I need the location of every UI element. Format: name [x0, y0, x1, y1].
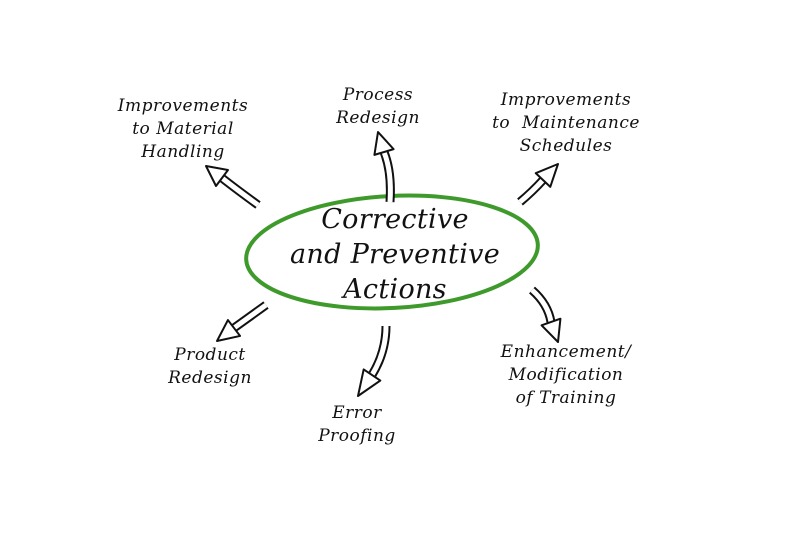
node-line: Handling [141, 142, 225, 162]
node-product-redesign: Product Redesign [168, 344, 252, 390]
node-process-redesign: Process Redesign [336, 84, 420, 130]
arrowhead-icon [216, 319, 242, 342]
node-line: Redesign [336, 108, 420, 128]
node-line: of Training [515, 388, 617, 408]
node-material-handling: Improvements to Material Handling [118, 95, 248, 164]
node-line: Proofing [318, 426, 396, 446]
node-line: Improvements [117, 96, 249, 116]
center-line: and Preventive [290, 239, 500, 270]
arrow-to-product-redesign [216, 301, 269, 342]
arrow-to-training [528, 286, 562, 343]
arrow-to-error-proofing [357, 325, 391, 397]
arrow-to-process-redesign [373, 131, 395, 203]
arrowhead-icon [540, 317, 562, 343]
node-line: to Maintenance [492, 113, 640, 133]
arrowhead-icon [205, 165, 229, 187]
center-line: Corrective [321, 204, 469, 235]
node-line: Enhancement/ [500, 342, 632, 362]
center-line: Actions [343, 274, 447, 305]
node-line: Process [342, 85, 414, 105]
node-line: Redesign [168, 368, 252, 388]
node-line: Modification [508, 365, 624, 385]
arrowhead-icon [373, 131, 395, 156]
node-line: Schedules [519, 136, 613, 156]
node-line: to Material [132, 119, 234, 139]
arrowhead-icon [357, 368, 382, 397]
node-training: Enhancement/ Modification of Training [501, 341, 632, 410]
arrow-to-material-handling [205, 165, 261, 209]
arrow-to-maintenance-schedules [517, 163, 559, 206]
arrowhead-icon [534, 163, 559, 188]
node-line: Improvements [500, 90, 632, 110]
node-line: Error [332, 403, 382, 423]
node-line: Product [174, 345, 246, 365]
center-title: Corrective and Preventive Actions [290, 202, 500, 307]
node-maintenance-schedules: Improvements to Maintenance Schedules [492, 89, 640, 158]
node-error-proofing: Error Proofing [318, 402, 396, 448]
